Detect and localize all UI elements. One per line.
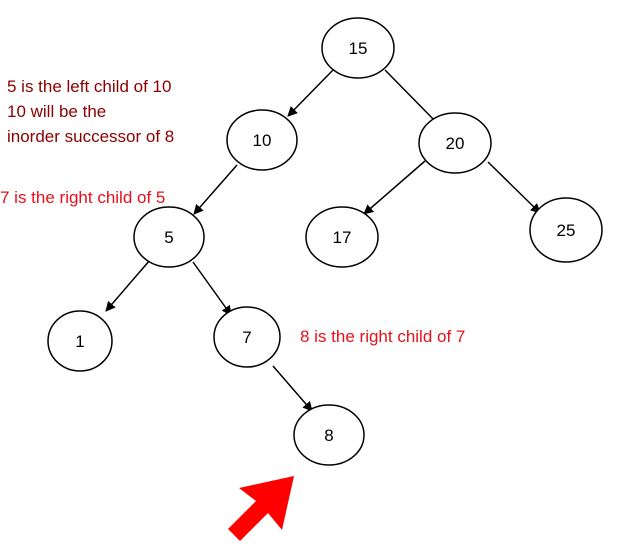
node-circle: [293, 404, 365, 466]
tree-node-7: 7: [213, 306, 281, 368]
node-label: 5: [164, 228, 173, 247]
node-circle: [529, 197, 603, 263]
tree-node-15: 15: [321, 17, 395, 79]
node-label: 20: [446, 134, 465, 153]
edge-n10-n5: [193, 164, 238, 215]
note-right-child-of-5: 7 is the right child of 5: [0, 188, 166, 207]
node-label: 25: [557, 221, 576, 240]
node-label: 8: [324, 426, 333, 445]
node-label: 15: [349, 39, 368, 58]
note-successor-line-2: inorder successor of 8: [7, 127, 175, 146]
edge-n15-n20: [384, 69, 441, 127]
node-label: 7: [242, 328, 251, 347]
node-circle: [418, 112, 492, 174]
node-circle: [305, 206, 379, 268]
tree-node-5: 5: [133, 206, 205, 268]
node-circle: [213, 306, 281, 368]
note-right-child-of-7: 8 is the right child of 7: [300, 327, 466, 346]
node-label: 1: [75, 332, 84, 351]
node-label: 17: [333, 228, 352, 247]
node-circle: [321, 17, 395, 79]
edge-n5-n7: [192, 261, 232, 316]
pointer-arrow-icon: [228, 476, 294, 541]
tree-node-17: 17: [305, 206, 379, 268]
tree-node-8: 8: [293, 404, 365, 466]
tree-node-25: 25: [529, 197, 603, 263]
edge-n15-n10: [287, 69, 334, 117]
node-label: 10: [253, 131, 272, 150]
note-left-child-of-10: 5 is the left child of 10: [7, 77, 172, 96]
node-circle: [133, 206, 205, 268]
tree-node-10: 10: [226, 109, 298, 171]
tree-node-1: 1: [47, 310, 113, 372]
edges: [105, 69, 541, 412]
edge-n20-n25: [487, 161, 541, 214]
edge-n5-n1: [105, 259, 151, 312]
node-circle: [47, 310, 113, 372]
edge-n20-n17: [363, 160, 426, 215]
edge-n7-n8: [272, 365, 313, 412]
note-successor-line-1: 10 will be the: [7, 102, 107, 121]
tree-node-20: 20: [418, 112, 492, 174]
node-circle: [226, 109, 298, 171]
